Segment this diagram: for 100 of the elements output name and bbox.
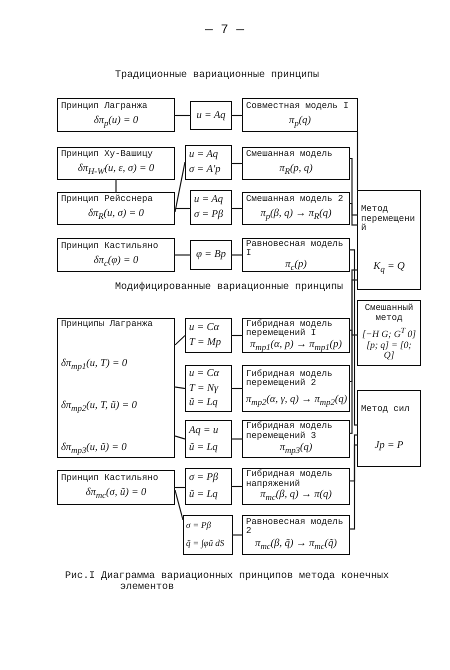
formula: [−H G; G$^{T}$ 0] [p; q] = [0; Q] [361, 327, 417, 362]
connector-line [175, 114, 190, 116]
formula: φ = Bp [195, 249, 227, 261]
method-box [357, 300, 421, 366]
formula: u = Cα [189, 368, 220, 380]
node-title: Метод сил [361, 405, 411, 414]
node-title: Равновесная модель 2 [246, 518, 344, 537]
node-title: Гибридная модель перемещений 3 [246, 422, 334, 442]
connector-line [174, 490, 184, 520]
connector-line [350, 434, 357, 482]
connector-line [232, 114, 242, 116]
formula: ũ = Lq [189, 488, 219, 501]
formula: π$_{mc}$(β, q) → π(q) [259, 489, 333, 503]
method-box [357, 190, 421, 290]
connector-line [350, 158, 357, 216]
equation-box [183, 515, 233, 555]
connector-line [175, 254, 190, 256]
node-title: Смешанная модель [246, 150, 334, 160]
equation-box [190, 101, 232, 130]
connector-line [232, 334, 242, 336]
node-title: Принцип Кастильяно [61, 242, 160, 252]
connector-line [356, 132, 358, 190]
formula: δπ$_{mp1}$(u, T) = 0 [61, 356, 128, 372]
node-title: Гибридная модель напряжений [246, 470, 334, 489]
equation-box [185, 365, 232, 412]
process-box [242, 515, 350, 555]
node-title: Совместная модель I [246, 102, 350, 112]
process-box [57, 238, 175, 272]
formula: σ = Pβ [189, 472, 220, 484]
connector-line [232, 486, 242, 488]
formula: Aq = u [189, 424, 220, 436]
connector-line [174, 435, 186, 440]
formula: δπ$_{c}$(φ) = 0 [92, 254, 140, 268]
method-box [357, 390, 421, 467]
formula: π$_{mp2}$(α, γ, q) → π$_{mp2}$(q) [246, 394, 346, 408]
process-box [242, 192, 350, 225]
formula: σ = A′p [189, 164, 222, 176]
equation-box [185, 145, 232, 180]
formula: ũ = Lq [189, 442, 219, 454]
formula: δπ$_{H-W}$(u, ε, σ) = 0 [76, 162, 156, 177]
connector-line [232, 254, 242, 256]
formula: Jp = P [374, 440, 404, 452]
formula: δπ$_{mp3}$(u, ũ) = 0 [61, 441, 128, 456]
formula: π$_{p}$(q) [288, 114, 312, 128]
formula: u = Aq [189, 148, 220, 161]
process-box [57, 318, 175, 458]
formula: δπ$_{p}$(u) = 0 [92, 114, 140, 128]
equation-box [190, 190, 232, 225]
process-box [242, 318, 350, 353]
connector-line [232, 208, 242, 210]
process-box [57, 147, 175, 180]
connector-line [175, 208, 190, 210]
connector-line [232, 438, 242, 440]
connector-line [115, 180, 117, 192]
process-box [242, 147, 350, 180]
section-heading: Модифицированные вариационные принципы [115, 282, 344, 293]
section-heading: Традиционные вариационные принципы [115, 70, 320, 81]
connector-line [350, 330, 357, 336]
node-title: Смешанный метод [364, 304, 414, 324]
connector-line [350, 279, 357, 434]
formula: T = Nγ [189, 382, 220, 394]
connector-line [175, 486, 185, 488]
formula: π$_{c}$(p) [284, 258, 308, 273]
process-box [57, 470, 175, 505]
connector-line [350, 202, 357, 226]
formula: π$_{mc}$(β, q̃) → π$_{mc}$(q̃) [254, 538, 338, 552]
process-box [242, 468, 350, 505]
connector-line [350, 444, 357, 530]
connector-line [174, 386, 186, 390]
equation-box [185, 318, 232, 353]
formula: σ = Pβ [186, 521, 212, 531]
formula: δπ$_{mp2}$(u, T, ũ) = 0 [61, 399, 138, 414]
process-box [57, 98, 175, 132]
formula: u = Cα [189, 322, 220, 334]
formula: π$_{p}$(β, q) → π$_{R}$(q) [260, 208, 332, 222]
node-title: Принцип Лагранжа [61, 102, 148, 112]
formula: π$_{mp1}$(α, p) → π$_{mp1}$(p) [249, 338, 343, 353]
formula: π$_{mp3}$(q) [278, 442, 314, 456]
node-title: Равновесная модель I [246, 240, 344, 259]
formula: T = Mp [189, 337, 222, 350]
node-title: Принципы Лагранжа [61, 320, 154, 330]
process-box [242, 420, 350, 458]
node-title: Смешанная модель 2 [246, 195, 344, 205]
node-title: Принцип Ху-Вашицу [61, 150, 154, 160]
process-box [242, 98, 358, 132]
formula: σ = Pβ [194, 209, 224, 222]
equation-box [185, 468, 232, 505]
process-box [57, 192, 175, 225]
figure-caption: Рис.I Диаграмма вариационных принципов метода конечных элементов [65, 572, 390, 593]
page-number: — 7 — [205, 22, 244, 37]
connector-line [174, 162, 186, 212]
formula: δπ$_{mc}$(σ, ũ) = 0 [84, 487, 148, 502]
formula: u = Aq [195, 110, 227, 122]
node-title: Гибридная модель перемещений I [246, 320, 334, 339]
equation-box [190, 240, 232, 270]
connector-line [174, 335, 186, 346]
node-title: Принцип Рейсснера [61, 195, 154, 205]
formula: q̃ = ∫φũ dS [186, 539, 226, 549]
formula: u = Aq [194, 194, 224, 206]
connector-line [350, 269, 357, 382]
